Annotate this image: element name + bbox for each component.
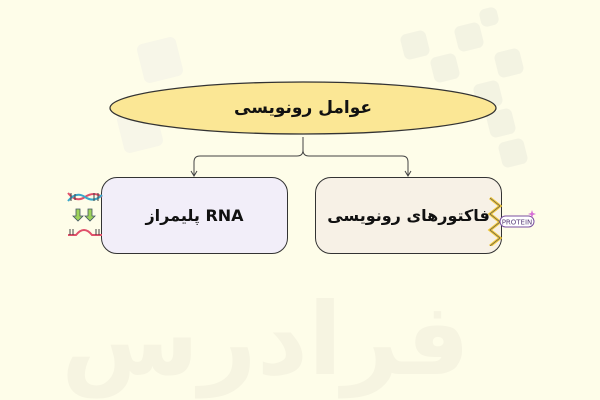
protein-dna-icon: PROTEIN	[487, 196, 536, 246]
svg-text:PROTEIN: PROTEIN	[502, 219, 533, 227]
root-ellipse	[109, 81, 497, 135]
root-node: عوامل رونویسی	[108, 80, 498, 136]
node-transcription-factors: فاکتورهای رونویسی	[315, 177, 502, 254]
node-label: RNA پلیمراز	[145, 206, 244, 225]
dna-transcription-icon	[67, 192, 103, 236]
node-label: فاکتورهای رونویسی	[327, 206, 490, 225]
node-rna-polymerase: RNA پلیمراز	[101, 177, 288, 254]
watermark-logo: فرادرس	[61, 281, 470, 398]
root-label: عوامل رونویسی	[234, 98, 372, 118]
